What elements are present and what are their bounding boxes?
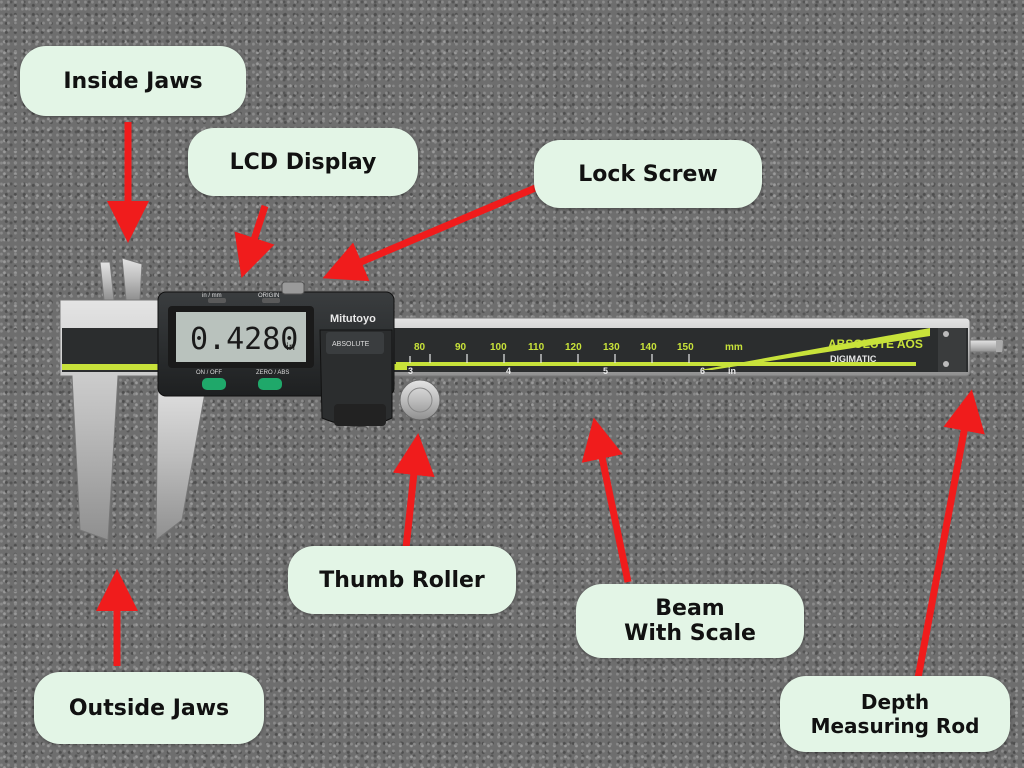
zero-abs-label: ZERO / ABS — [256, 370, 289, 376]
roller-housing — [334, 404, 386, 426]
mm-tick-label: 130 — [603, 342, 620, 353]
origin-button[interactable]: ORIGIN — [258, 293, 280, 303]
in-unit-label: in — [728, 366, 736, 376]
fixed-jaw — [59, 261, 161, 541]
callout-text-line2: Measuring Rod — [810, 714, 980, 738]
annotation-arrows — [96, 122, 985, 679]
callout-text: LCD Display — [229, 149, 377, 175]
lcd-reading: 0.4280 — [190, 322, 298, 357]
callout-text: Inside Jaws — [63, 68, 203, 94]
absolute-badge — [326, 332, 384, 354]
arrow-lock-screw — [322, 182, 542, 282]
on-off-button[interactable] — [202, 378, 226, 390]
mm-tick-label: 120 — [565, 342, 582, 353]
callout-text: Outside Jaws — [68, 695, 230, 721]
callout-text-line2: With Scale — [624, 621, 756, 646]
zero-abs-button[interactable] — [258, 378, 282, 390]
absolute-badge-text: ABSOLUTE — [332, 341, 370, 348]
lcd-unit: in — [286, 342, 295, 353]
callout-outside-jaws: Outside Jaws — [34, 672, 264, 744]
callout-text: Lock Screw — [578, 161, 718, 187]
callout-thumb-roller: Thumb Roller — [288, 546, 516, 614]
thumb-roller[interactable] — [399, 379, 441, 421]
in-tick-label: 6 — [700, 366, 705, 376]
callout-inside-jaws: Inside Jaws — [20, 46, 246, 116]
in-mm-button[interactable]: in / mm — [202, 293, 226, 303]
callout-text-line1: Depth — [860, 690, 930, 714]
origin-label: ORIGIN — [258, 293, 279, 299]
callout-lock-screw: Lock Screw — [534, 140, 762, 208]
mm-tick-label: 150 — [677, 342, 694, 353]
callout-lcd-display: LCD Display — [188, 128, 418, 196]
beam-logo: ABSOLUTE AOS — [828, 337, 923, 351]
lock-screw[interactable] — [281, 281, 305, 295]
lcd-display: 0.4280 in — [168, 306, 314, 368]
arrow-lcd-display — [234, 204, 275, 278]
mm-tick-label: 90 — [455, 342, 467, 353]
mm-tick-label: 110 — [528, 342, 545, 353]
arrow-depth-rod — [914, 389, 985, 679]
arrow-thumb-roller — [392, 433, 435, 549]
in-tick-label: 4 — [506, 366, 511, 376]
mm-tick-label: 80 — [414, 342, 426, 353]
callout-depth-measuring-rod: Depth Measuring Rod — [780, 676, 1010, 752]
brand-label: Mitutoyo — [330, 313, 376, 325]
callout-beam-with-scale: Beam With Scale — [576, 584, 804, 658]
mm-tick-label: 100 — [490, 342, 507, 353]
in-tick-label: 3 — [408, 366, 413, 376]
beam-sublogo: DIGIMATIC — [830, 354, 877, 364]
in-tick-label: 5 — [603, 366, 608, 376]
arrow-beam — [581, 417, 632, 583]
callout-text-line1: Beam — [655, 596, 725, 621]
mm-tick-label: 140 — [640, 342, 657, 353]
on-off-label: ON / OFF — [196, 370, 222, 376]
in-mm-label: in / mm — [202, 293, 222, 299]
mm-scale-ticks — [409, 354, 690, 363]
sliding-jaw — [121, 257, 209, 542]
callout-text: Thumb Roller — [319, 567, 485, 593]
mm-unit-label: mm — [725, 342, 743, 353]
